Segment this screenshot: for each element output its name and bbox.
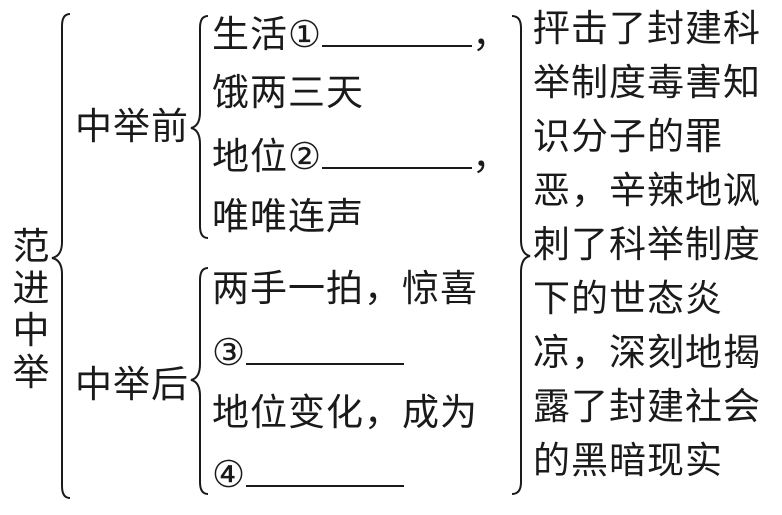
diagram-title: 范进中举 — [12, 225, 50, 394]
after-item-status-change: 地位变化，成为 — [212, 392, 478, 434]
answer-blank-1[interactable] — [322, 15, 473, 47]
item-text: ③ — [212, 331, 247, 374]
before-item-status: 地位② ， — [212, 136, 510, 178]
item-text: 生活① — [212, 13, 323, 56]
item-text: 饿两三天 — [212, 71, 364, 114]
before-item-hunger: 饿两三天 — [212, 72, 364, 114]
answer-blank-4[interactable] — [246, 455, 405, 487]
branch-after-brace — [190, 267, 209, 495]
item-text: ④ — [212, 453, 247, 496]
answer-blank-3[interactable] — [246, 333, 405, 365]
branch-label-after: 中举后 — [75, 363, 189, 406]
item-tail: ， — [472, 135, 511, 178]
item-text: 地位变化，成为 — [212, 391, 478, 434]
after-item-blank4: ④ — [212, 453, 405, 496]
title-brace — [51, 13, 71, 499]
branch-before-brace — [190, 15, 209, 239]
item-text: 唯唯连声 — [212, 195, 364, 238]
answer-blank-2[interactable] — [322, 137, 473, 169]
summary-text: 抨击了封建科举制度毒害知识分子的罪恶，辛辣地讽刺了科举制度下的世态炎凉，深刻地揭… — [533, 7, 761, 482]
item-text: 两手一拍，惊喜 — [212, 267, 478, 310]
before-item-obedient: 唯唯连声 — [212, 196, 364, 238]
before-item-life: 生活① ， — [212, 14, 510, 56]
summary-brace — [511, 15, 531, 495]
after-item-clap: 两手一拍，惊喜 — [212, 268, 478, 310]
item-tail: ， — [472, 13, 511, 56]
branch-label-before: 中举前 — [75, 105, 189, 148]
after-item-blank3: ③ — [212, 331, 405, 374]
item-text: 地位② — [212, 135, 323, 178]
